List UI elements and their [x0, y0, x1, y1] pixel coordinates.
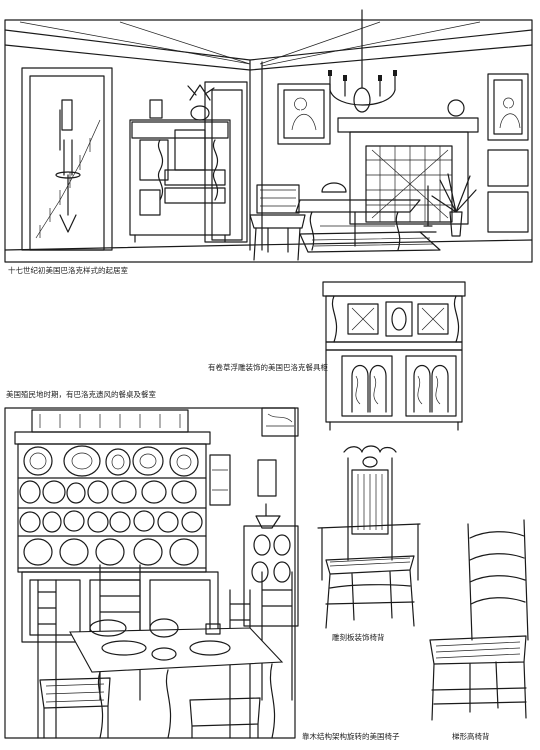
living-room-illustration — [4, 9, 533, 263]
baroque-cupboard-illustration — [322, 281, 466, 431]
armchair-illustration — [317, 445, 421, 629]
caption-ladderback-chair: 梯形高椅背 — [452, 732, 490, 741]
dining-room-illustration — [4, 407, 299, 739]
caption-living-room: 十七世纪初美国巴洛克样式的起居室 — [8, 266, 128, 275]
plates — [19, 445, 203, 566]
caption-dining-room: 美国殖民地时期，有巴洛克遗风的餐桌及餐室 — [6, 390, 156, 399]
caption-baroque-cupboard: 有卷草浮雕装饰的美国巴洛克餐具柜 — [208, 363, 328, 372]
ladderback-chair-illustration — [429, 519, 529, 721]
caption-armchair: 雕刻板装饰椅背 — [332, 633, 385, 642]
caption-american-chairs: 靠木结构架构旋转的美国椅子 — [302, 732, 400, 741]
